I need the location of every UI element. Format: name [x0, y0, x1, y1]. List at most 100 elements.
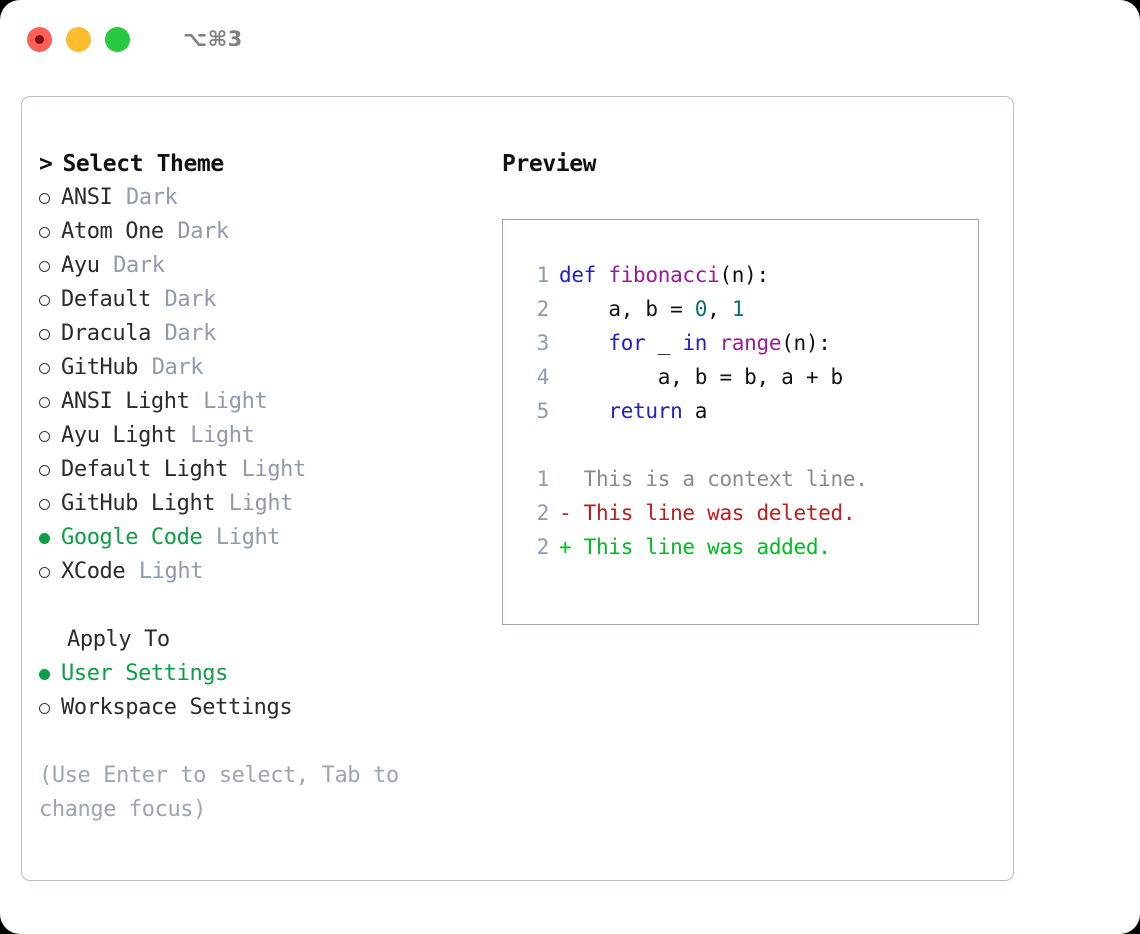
traffic-lights	[27, 26, 130, 52]
apply-to-option-workspace-settings[interactable]: Workspace Settings	[39, 691, 499, 725]
radio-empty-icon	[39, 396, 61, 408]
theme-variant-tag: Dark	[164, 287, 217, 312]
prompt-caret-icon: >	[39, 151, 53, 177]
keyboard-shortcut-label: ⌥⌘3	[183, 27, 243, 51]
line-number: 2	[536, 501, 550, 525]
code-line-text: a, b = 0, 1	[559, 292, 978, 326]
radio-dot	[39, 566, 50, 578]
theme-variant-tag: Dark	[164, 321, 217, 346]
theme-name: ANSI	[61, 185, 113, 210]
code-token: return	[608, 399, 683, 423]
line-number: 1	[536, 263, 550, 287]
theme-variant-tag: Dark	[177, 219, 229, 244]
radio-dot	[39, 668, 50, 680]
select-theme-header: >Select Theme	[39, 147, 499, 181]
theme-name: Dracula	[61, 321, 151, 346]
code-token: a	[682, 399, 708, 423]
radio-selected-icon	[39, 668, 61, 680]
code-token: range	[719, 331, 782, 355]
code-token	[559, 331, 608, 355]
theme-option-ayu-light[interactable]: Ayu Light Light	[39, 419, 499, 453]
minimize-window-icon[interactable]	[66, 26, 91, 52]
theme-name: GitHub	[61, 355, 139, 380]
radio-dot	[39, 498, 50, 510]
theme-option-default-light[interactable]: Default Light Light	[39, 453, 499, 487]
radio-dot	[39, 294, 50, 306]
theme-variant-tag: Light	[241, 457, 307, 482]
apply-to-option-user-settings[interactable]: User Settings	[39, 657, 499, 691]
line-number: 2	[536, 297, 550, 321]
code-line-text: for _ in range(n):	[559, 326, 978, 360]
theme-name: Atom One	[61, 219, 164, 244]
radio-empty-icon	[39, 566, 61, 578]
theme-name: Ayu Light	[61, 423, 177, 448]
diff-sample: 1 This is a context line.2- This line wa…	[503, 462, 978, 564]
code-token: 0	[694, 297, 708, 321]
radio-empty-icon	[39, 702, 61, 714]
code-token: in	[682, 331, 708, 355]
radio-empty-icon	[39, 498, 61, 510]
code-token: fibonacci	[608, 263, 720, 287]
code-token: 1	[731, 297, 745, 321]
diff-line-text: This is a context line.	[559, 467, 868, 491]
code-token: a, b = b, a + b	[559, 365, 843, 389]
radio-dot	[39, 702, 50, 714]
code-token	[707, 331, 719, 355]
radio-empty-icon	[39, 192, 61, 204]
theme-name: Ayu	[61, 253, 100, 278]
theme-option-atom-one[interactable]: Atom One Dark	[39, 215, 499, 249]
radio-empty-icon	[39, 362, 61, 374]
theme-option-default[interactable]: Default Dark	[39, 283, 499, 317]
radio-empty-icon	[39, 294, 61, 306]
theme-option-dracula[interactable]: Dracula Dark	[39, 317, 499, 351]
theme-name: GitHub Light	[61, 491, 216, 516]
radio-dot	[39, 464, 50, 476]
keyboard-hint: (Use Enter to select, Tab to change focu…	[39, 763, 399, 822]
code-line-text: a, b = b, a + b	[559, 360, 978, 394]
radio-empty-icon	[39, 260, 61, 272]
theme-variant-tag: Dark	[126, 185, 178, 210]
radio-dot	[39, 260, 50, 272]
radio-empty-icon	[39, 430, 61, 442]
close-window-icon[interactable]	[27, 26, 52, 52]
apply-to-label: Workspace Settings	[61, 695, 293, 720]
radio-dot	[39, 226, 50, 238]
radio-dot	[39, 396, 50, 408]
theme-option-github[interactable]: GitHub Dark	[39, 351, 499, 385]
code-token: ,	[707, 297, 732, 321]
code-token: (n):	[719, 263, 769, 287]
title-bar: ⌥⌘3	[0, 0, 1140, 78]
theme-option-ansi[interactable]: ANSI Dark	[39, 181, 499, 215]
code-line: 4 a, b = b, a + b	[503, 360, 978, 394]
theme-name: ANSI Light	[61, 389, 190, 414]
diff-line: 1 This is a context line.	[503, 462, 978, 496]
code-line: 2 a, b = 0, 1	[503, 292, 978, 326]
theme-variant-tag: Light	[190, 423, 255, 448]
code-line: 1 def fibonacci(n):	[503, 258, 978, 292]
code-line-text: return a	[559, 394, 978, 428]
code-token	[559, 399, 608, 423]
theme-option-ayu[interactable]: Ayu Dark	[39, 249, 499, 283]
zoom-window-icon[interactable]	[105, 26, 130, 52]
radio-empty-icon	[39, 328, 61, 340]
theme-name: Default Light	[61, 457, 228, 482]
code-line-text: def fibonacci(n):	[559, 258, 978, 292]
theme-name: Google Code	[61, 525, 203, 550]
radio-dot	[39, 328, 50, 340]
diff-line: 2- This line was deleted.	[503, 496, 978, 530]
theme-variant-tag: Dark	[151, 355, 204, 380]
theme-variant-tag: Dark	[113, 253, 165, 278]
radio-selected-icon	[39, 532, 61, 544]
line-number: 2	[536, 535, 550, 559]
diff-line-text: + This line was added.	[559, 535, 831, 559]
theme-name: Default	[61, 287, 151, 312]
list-spacer	[39, 589, 499, 623]
line-number: 5	[536, 399, 550, 423]
